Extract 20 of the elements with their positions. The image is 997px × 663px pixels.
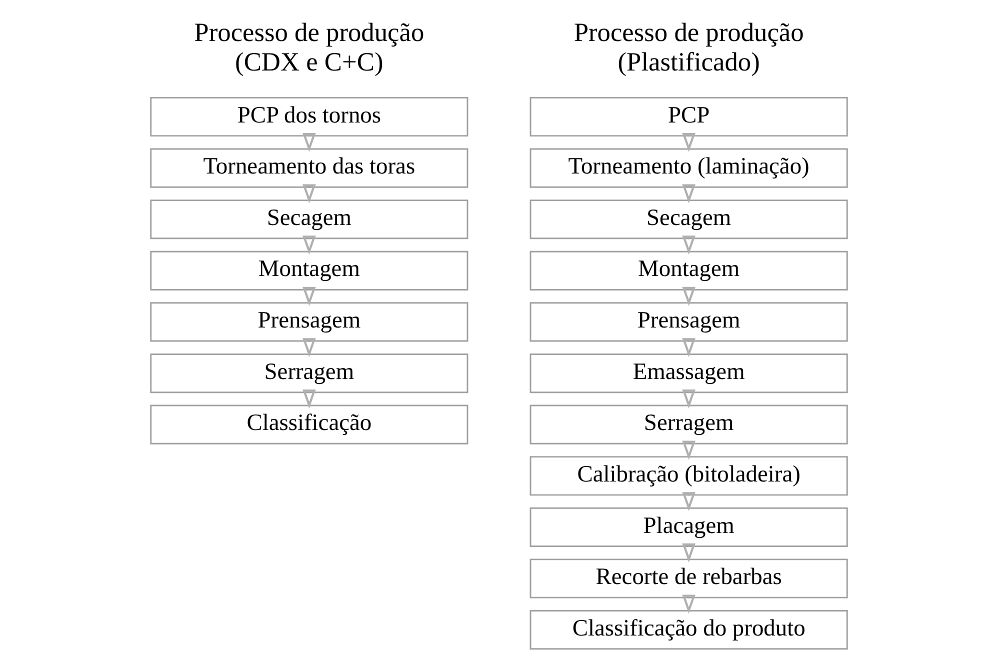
- arrow: [682, 184, 695, 204]
- arrow: [302, 338, 316, 358]
- arrow: [302, 184, 316, 204]
- arrow: [682, 338, 695, 358]
- node-box: Classificação do produto: [529, 610, 848, 650]
- arrow: [682, 286, 695, 306]
- arrow: [682, 594, 695, 614]
- arrow: [682, 236, 695, 255]
- node-box: Classificação: [150, 404, 468, 444]
- label: Processo de produção (Plastificado): [573, 17, 804, 76]
- arrow: [682, 440, 695, 460]
- arrow: [302, 389, 316, 409]
- arrow: [682, 492, 695, 512]
- arrow: [682, 132, 695, 152]
- arrow: [682, 389, 695, 409]
- arrow: [682, 543, 695, 562]
- arrow: [302, 236, 316, 255]
- label: Processo de produção (CDX e C+C): [194, 17, 424, 76]
- arrow: [302, 132, 316, 152]
- arrow: [302, 286, 316, 306]
